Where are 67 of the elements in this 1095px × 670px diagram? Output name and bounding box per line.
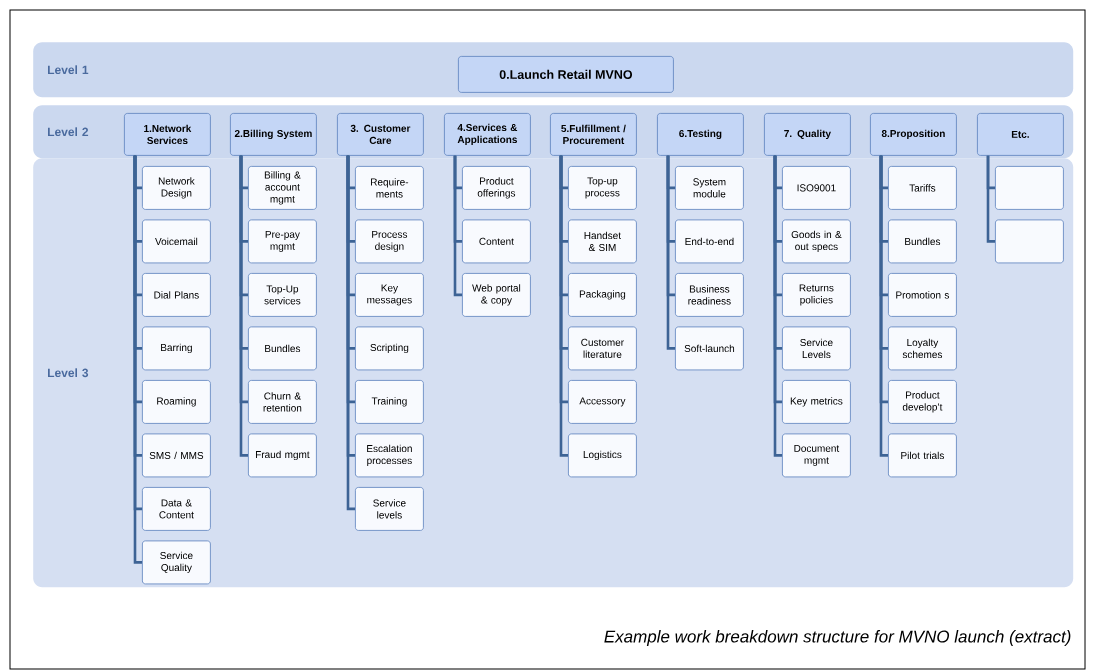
task-box: Tariffs (888, 166, 957, 210)
task-box: Require- ments (355, 166, 424, 210)
task-box: Roaming (142, 380, 211, 424)
task-box: Data & Content (142, 487, 211, 531)
task-box: Packaging (568, 273, 637, 317)
task-box: Loyalty schemes (888, 326, 957, 371)
task-box: Service levels (355, 487, 424, 531)
task-box: Returns policies (782, 273, 851, 317)
task-box: Product develop’t (888, 380, 957, 424)
task-box: SMS / MMS (142, 433, 211, 478)
task-box: Key metrics (782, 380, 851, 424)
empty-box (995, 219, 1064, 264)
task-box: Escalation processes (355, 433, 424, 478)
category-box: 5.Fulfillment / Procurement (550, 113, 637, 156)
task-box: Accessory (568, 380, 637, 424)
caption: Example work breakdown structure for MVNO launch (extract) (604, 630, 1071, 646)
task-box: Billing & account mgmt (248, 166, 317, 210)
task-box: Service Quality (142, 540, 211, 585)
category-box: 4.Services & Applications (444, 113, 531, 156)
task-box: Goods in & out specs (782, 219, 851, 264)
task-box: Bundles (248, 326, 317, 371)
task-box: Content (462, 219, 531, 264)
connector (773, 155, 782, 457)
category-box: 6.Testing (657, 113, 744, 156)
task-box: End-to-end (675, 219, 744, 264)
task-box: Document mgmt (782, 433, 851, 478)
task-box: Soft-launch (675, 326, 744, 371)
task-box: System module (675, 166, 744, 210)
category-box: 2.Billing System (230, 113, 317, 156)
task-box: Voicemail (142, 219, 211, 264)
task-box: Dial Plans (142, 273, 211, 317)
task-box: Business readiness (675, 273, 744, 317)
task-box: Training (355, 380, 424, 424)
task-box: Fraud mgmt (248, 433, 317, 478)
task-box: Churn & retention (248, 380, 317, 424)
task-box: Service Levels (782, 326, 851, 371)
task-box: Top-up process (568, 166, 637, 210)
connector (666, 155, 675, 350)
task-box: Pilot trials (888, 433, 957, 478)
category-box: Etc. (977, 113, 1064, 156)
category-box: 7. Quality (764, 113, 851, 156)
connector (453, 155, 462, 297)
connector (559, 155, 568, 457)
task-box: Bundles (888, 219, 957, 264)
task-box: Scripting (355, 326, 424, 371)
task-box: Web portal & copy (462, 273, 531, 317)
task-box: Top-Up services (248, 273, 317, 317)
task-box: Key messages (355, 273, 424, 317)
connector (239, 155, 248, 457)
task-box: Product offerings (462, 166, 531, 210)
task-box: Customer literature (568, 326, 637, 371)
connector (879, 155, 888, 457)
task-box: Process design (355, 219, 424, 264)
connector (986, 155, 995, 243)
task-box: Promotion s (888, 273, 957, 317)
empty-box (995, 166, 1064, 210)
task-box: Logistics (568, 433, 637, 478)
connector (346, 155, 355, 511)
task-box: ISO9001 (782, 166, 851, 210)
task-box: Handset & SIM (568, 219, 637, 264)
task-box: Barring (142, 326, 211, 371)
category-box: 8.Proposition (870, 113, 957, 156)
category-box: 1.Network Services (124, 113, 211, 156)
task-box: Pre-pay mgmt (248, 219, 317, 264)
task-box: Network Design (142, 166, 211, 210)
category-box: 3. Customer Care (337, 113, 424, 156)
root-box: 0.Launch Retail MVNO (458, 56, 674, 93)
